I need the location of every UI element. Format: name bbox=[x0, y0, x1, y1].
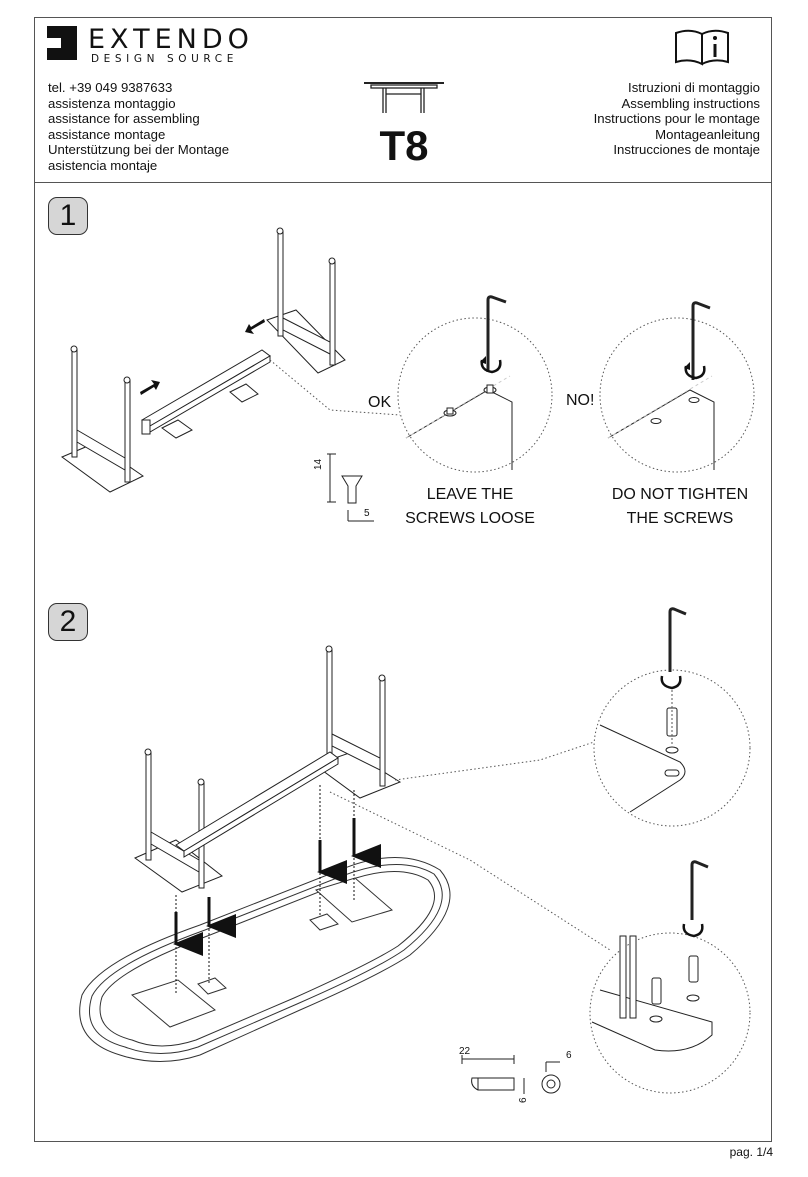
placement-arrows bbox=[173, 785, 381, 995]
brand-tagline: DESIGN SOURCE bbox=[91, 53, 238, 65]
brand-name: EXTENDO bbox=[88, 24, 254, 55]
no-caption-line: DO NOT TIGHTEN bbox=[611, 486, 749, 503]
direction-arrow-icon bbox=[245, 319, 265, 334]
step1-frame-illustration bbox=[60, 227, 346, 493]
instruction-line: Instrucciones de montaje bbox=[613, 142, 760, 158]
detail-leader-line bbox=[394, 739, 601, 781]
step-2-badge: 2 bbox=[48, 603, 88, 641]
bolt-dimension-drawing bbox=[461, 1055, 561, 1094]
direction-arrow-icon bbox=[140, 380, 160, 395]
ok-label: OK bbox=[368, 394, 392, 411]
ok-detail-circle bbox=[397, 295, 553, 473]
contact-line: assistance for assembling bbox=[48, 111, 200, 127]
ok-caption-line: SCREWS LOOSE bbox=[405, 510, 535, 527]
screw-dimension-drawing bbox=[327, 453, 374, 522]
page-frame bbox=[34, 17, 772, 1142]
ok-caption: LEAVE THE SCREWS LOOSE bbox=[395, 483, 545, 531]
step2-tabletop bbox=[79, 857, 451, 1062]
contact-line: tel. +39 049 9387633 bbox=[48, 80, 173, 95]
contact-line: assistance montage bbox=[48, 126, 166, 142]
instruction-line: Instructions pour le montage bbox=[593, 111, 760, 127]
header-divider bbox=[34, 182, 772, 183]
ok-caption-line: LEAVE THE bbox=[426, 486, 514, 503]
screw-diameter-label: 5 bbox=[364, 508, 370, 519]
page-number: pag. 1/4 bbox=[729, 1145, 773, 1159]
model-title: T8 bbox=[379, 122, 429, 169]
instruction-line: Assembling instructions bbox=[621, 95, 760, 111]
instruction-line: Istruzioni di montaggio bbox=[628, 80, 760, 95]
table-side-icon bbox=[364, 82, 444, 113]
bolt-diameter-label: 6 bbox=[518, 1097, 529, 1103]
instruction-line: Montageanleitung bbox=[655, 126, 760, 142]
detail-leader-line bbox=[269, 359, 401, 416]
contact-line: assistenza montaggio bbox=[48, 95, 176, 111]
no-caption: DO NOT TIGHTEN THE SCREWS bbox=[600, 483, 760, 531]
contact-line: Unterstützung bei der Montage bbox=[48, 142, 230, 158]
extendo-logo-icon bbox=[47, 26, 77, 65]
bolt-detail-circle-top bbox=[593, 607, 751, 827]
bolt-detail-circle-bottom bbox=[589, 860, 751, 1094]
washer-size-label: 6 bbox=[566, 1050, 572, 1061]
contact-line: asistencia montaje bbox=[48, 157, 158, 173]
step-1-badge: 1 bbox=[48, 197, 88, 235]
manual-info-icon bbox=[675, 29, 729, 66]
contact-block: tel. +39 049 9387633 assistenza montaggi… bbox=[48, 80, 229, 174]
no-detail-circle bbox=[599, 301, 755, 473]
screw-length-label: 14 bbox=[313, 458, 324, 470]
no-label: NO! bbox=[566, 392, 595, 409]
bolt-length-label: 22 bbox=[459, 1046, 471, 1057]
no-caption-line: THE SCREWS bbox=[626, 510, 734, 527]
step2-frame bbox=[133, 645, 402, 893]
instructions-block: Istruzioni di montaggio Assembling instr… bbox=[594, 80, 760, 158]
